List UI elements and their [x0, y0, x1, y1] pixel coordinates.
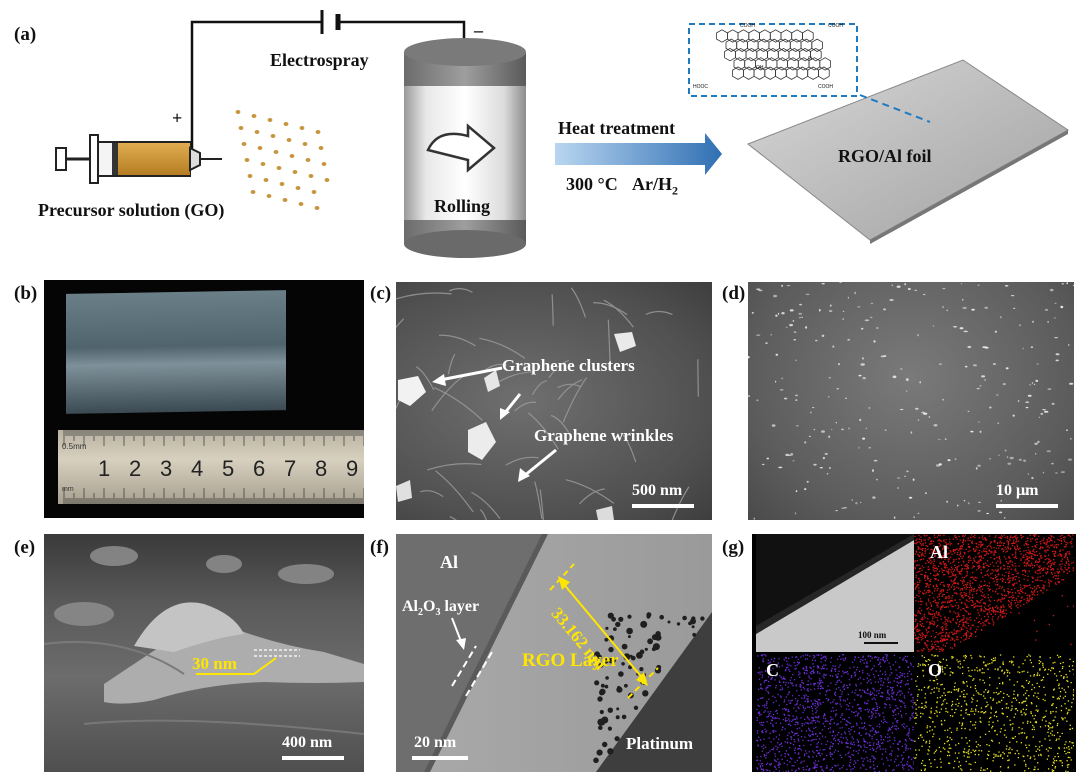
foil-label: RGO/Al foil — [838, 146, 932, 166]
panel-a-label: (a) — [14, 24, 37, 45]
ruler-number: 2 — [129, 456, 142, 481]
rolling-label: Rolling — [434, 196, 491, 216]
syringe-icon — [55, 134, 222, 184]
ruler-number: 9 — [346, 456, 359, 481]
wire-right — [338, 20, 466, 46]
mol-oh: OH — [756, 65, 764, 71]
panel-f-label: (f) — [370, 537, 389, 558]
ruler-number: 5 — [222, 456, 235, 481]
ruler-unit: 0.5mm — [62, 442, 87, 451]
process-arrow — [555, 133, 722, 175]
oxide-layer-label: Al2O3 layer — [402, 598, 480, 619]
mol-cooh-1: COOH — [740, 23, 755, 29]
map-c-label: C — [766, 660, 779, 680]
scale-f-label: 20 nm — [414, 734, 457, 751]
map-al-label: Al — [930, 542, 948, 562]
thickness-label: 30 nm — [192, 654, 237, 673]
clusters-label: Graphene clusters — [502, 356, 635, 375]
mol-cooh-3: COOH — [818, 84, 833, 90]
scalebar-d — [996, 504, 1058, 508]
graphene-oxide-molecule — [716, 29, 831, 80]
ruler-number: 7 — [284, 456, 297, 481]
scalebar-f — [412, 756, 468, 760]
electrospray-label: Electrospray — [270, 50, 369, 70]
scale-g-label: 100 nm — [858, 630, 887, 640]
panel-d-label: (d) — [722, 283, 746, 304]
scale-e-label: 400 nm — [282, 734, 333, 751]
scalebar-e — [282, 756, 344, 760]
map-o-label: O — [928, 660, 943, 680]
heat-treatment-label: Heat treatment — [558, 118, 676, 138]
gas-label: Ar/H2 — [632, 174, 678, 198]
panel-e-label: (e) — [14, 537, 36, 558]
panel-d-sem: 10 μm — [748, 282, 1074, 520]
foil-sample — [66, 290, 286, 414]
ruler-number: 8 — [315, 456, 328, 481]
panel-f-tem: Al Al2O3 layer RGO Layer 33.162 nm Plati… — [396, 534, 712, 772]
ruler-number: 4 — [191, 456, 204, 481]
panel-e-sem: 30 nm 400 nm — [44, 534, 364, 772]
panel-b-label: (b) — [14, 283, 38, 304]
panel-g-label: (g) — [722, 537, 745, 558]
scalebar-g — [864, 642, 898, 644]
panel-a-schematic — [55, 10, 1069, 258]
wrinkles-label: Graphene wrinkles — [534, 426, 674, 445]
mol-cooh-2: COOH — [828, 23, 843, 29]
ruler-number: 1 — [98, 456, 111, 481]
scalebar-c — [632, 504, 694, 508]
wire-left — [190, 20, 322, 155]
panel-c-sem: Graphene clusters Graphene wrinkles 500 … — [396, 282, 712, 520]
panel-g-eds: 100 nm Al C O — [752, 534, 1076, 772]
rgo-layer-label: RGO Layer — [522, 650, 619, 671]
mol-o: O — [808, 56, 812, 62]
ruler-number: 3 — [160, 456, 173, 481]
mol-hooc: HOOC — [693, 84, 708, 90]
temperature-label: 300 °C — [566, 174, 618, 194]
scale-d-label: 10 μm — [996, 482, 1039, 499]
plus-sign: + — [172, 108, 183, 128]
ruler-unit-2: mm — [62, 486, 74, 493]
ruler-number: 6 — [253, 456, 266, 481]
minus-sign: – — [474, 20, 483, 40]
precursor-label: Precursor solution (GO) — [38, 200, 225, 220]
platinum-label: Platinum — [626, 734, 694, 753]
roller-icon — [404, 38, 526, 258]
g-tem-image: 100 nm — [756, 534, 914, 652]
spray-droplets — [235, 110, 330, 210]
scale-c-label: 500 nm — [632, 482, 683, 499]
al-label: Al — [440, 552, 458, 572]
zoom-line — [859, 94, 931, 123]
panel-c-label: (c) — [370, 283, 392, 304]
